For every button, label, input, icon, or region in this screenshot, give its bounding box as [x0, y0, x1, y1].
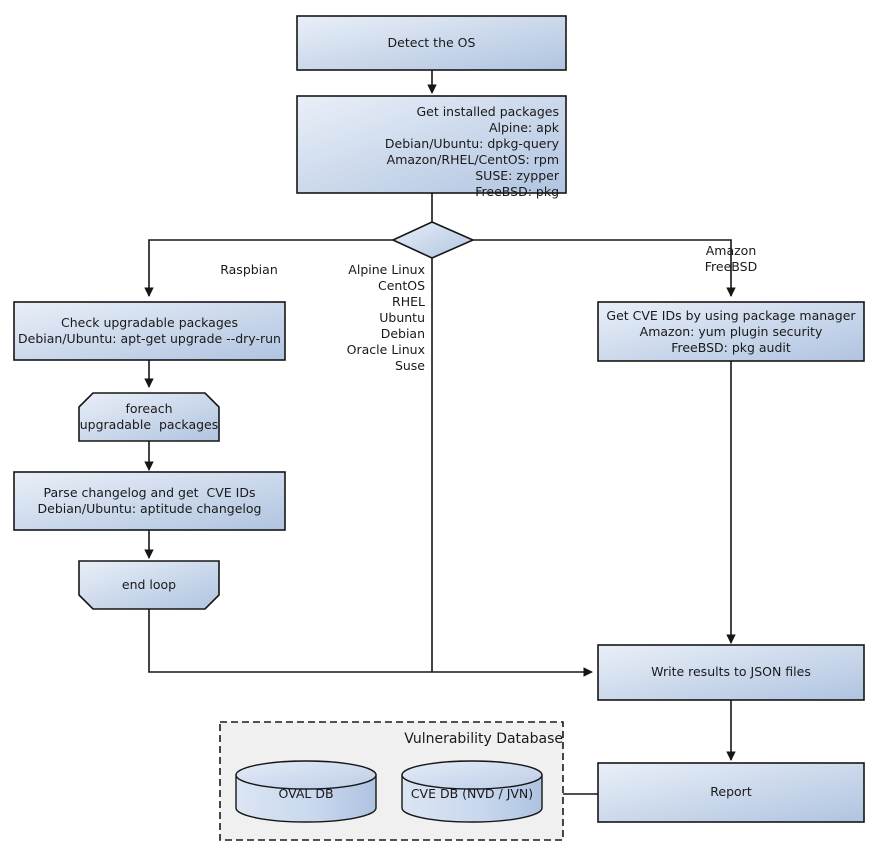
node-foreach-loop: [78, 392, 220, 442]
node-detect-os: [296, 15, 567, 71]
node-get-cve-ids-label: Get CVE IDs by using package manager Ama…: [606, 308, 856, 355]
node-get-installed-packages: [296, 95, 567, 194]
node-get-cve-ids: [597, 301, 865, 362]
db-cylinder-oval: [235, 760, 377, 823]
edge-label-raspbian: Raspbian: [220, 262, 278, 277]
group-vulnerability-database: [219, 721, 564, 841]
node-end-loop: [78, 560, 220, 610]
node-detect-os-label: Detect the OS: [387, 35, 476, 50]
node-parse-changelog: [13, 471, 286, 531]
db-cylinder-cve: [401, 760, 543, 823]
db-cylinder-cve-label: CVE DB (NVD / JVN): [410, 786, 534, 801]
node-write-results: [597, 644, 865, 701]
node-decision-diamond: [391, 221, 475, 259]
node-write-results-label: Write results to JSON files: [651, 664, 811, 679]
node-report-label: Report: [710, 784, 752, 799]
node-parse-changelog-label: Parse changelog and get CVE IDs Debian/U…: [37, 485, 262, 516]
node-get-installed-packages-label: Get installed packages Alpine: apk Debia…: [384, 104, 559, 199]
node-foreach-loop-label: foreach upgradable packages: [79, 401, 219, 432]
node-report: [597, 762, 865, 823]
edge-label-right-branch: Amazon FreeBSD: [704, 243, 758, 274]
node-check-upgradable: [13, 301, 286, 361]
db-cylinder-oval-label: OVAL DB: [278, 786, 334, 801]
node-check-upgradable-label: Check upgradable packages Debian/Ubuntu:…: [18, 315, 281, 346]
node-end-loop-label: end loop: [121, 577, 177, 592]
edge-label-middle-branch: Alpine Linux CentOS RHEL Ubuntu Debian O…: [346, 262, 425, 373]
group-vulnerability-database-title: Vulnerability Database: [404, 731, 563, 747]
